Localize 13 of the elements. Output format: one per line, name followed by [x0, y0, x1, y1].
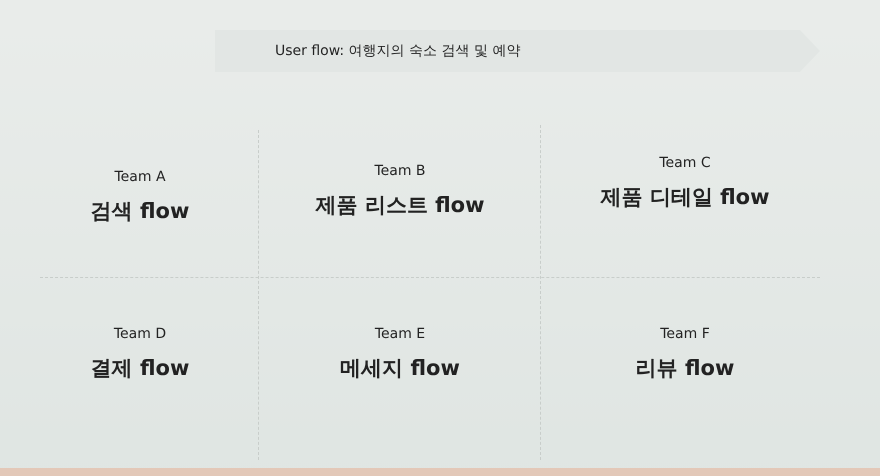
flow-label: 제품 리스트 flow [315, 192, 484, 219]
team-label: Team E [374, 326, 426, 342]
team-label: Team F [660, 326, 710, 342]
flow-label: 제품 디테일 flow [600, 184, 770, 211]
team-label: Team A [114, 169, 166, 185]
team-label: Team B [374, 163, 426, 179]
flow-label: 검색 flow [90, 198, 190, 225]
flow-label: 리뷰 flow [636, 355, 734, 382]
flow-label: 결제 flow [90, 355, 190, 382]
team-label: Team C [659, 155, 711, 171]
flow-label: 메세지 flow [340, 355, 460, 382]
team-label: Team D [114, 326, 166, 342]
banner-title: User flow: 여행지의 숙소 검색 및 예약 [275, 42, 520, 60]
